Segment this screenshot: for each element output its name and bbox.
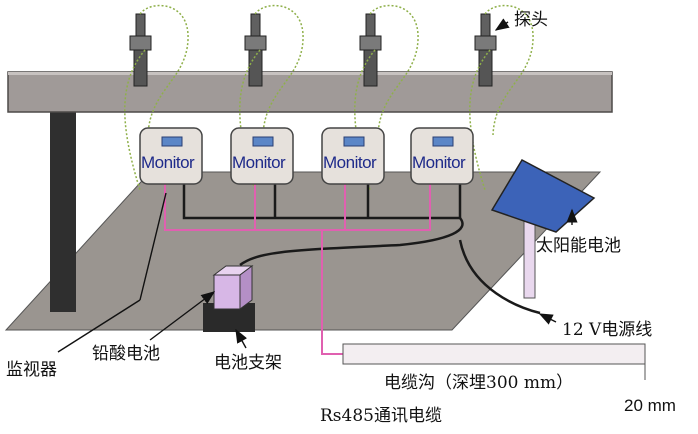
probe-1 — [129, 13, 152, 87]
monitor-4 — [410, 127, 474, 185]
power-wiring — [182, 183, 541, 315]
monitor-label-3: Monitor — [323, 153, 377, 172]
monitor-label-4: Monitor — [412, 153, 466, 172]
probe-label: 探头 — [514, 10, 548, 30]
monitor-callout-label: 监视器 — [6, 360, 57, 380]
probes — [129, 13, 497, 87]
power-line-label: 12 V电源线 — [562, 320, 653, 340]
battery-stand-label: 电池支架 — [214, 353, 282, 373]
comm-cable-label: Rs485通讯电缆 — [320, 406, 442, 426]
cable-trench — [342, 343, 646, 380]
cable-trench-label: 电缆沟（深埋300 mm） — [384, 373, 574, 393]
probe-2 — [244, 13, 267, 87]
probe-4 — [474, 13, 497, 87]
monitor-2 — [230, 127, 294, 185]
callout-lines — [57, 18, 578, 353]
trench-width-label: 20 mm — [624, 396, 676, 415]
probe-wires — [124, 4, 534, 191]
monitor-3 — [321, 127, 385, 185]
solar-panel-label: 太阳能电池 — [536, 236, 621, 256]
monitor-label-1: Monitor — [141, 153, 195, 172]
monitor-1 — [139, 127, 203, 185]
beam — [7, 71, 613, 113]
battery-label: 铅酸电池 — [92, 344, 160, 364]
monitor-label-2: Monitor — [232, 153, 286, 172]
probe-3 — [359, 13, 382, 87]
monitors — [139, 127, 474, 185]
battery-assembly — [203, 265, 255, 332]
support-post — [50, 112, 76, 312]
